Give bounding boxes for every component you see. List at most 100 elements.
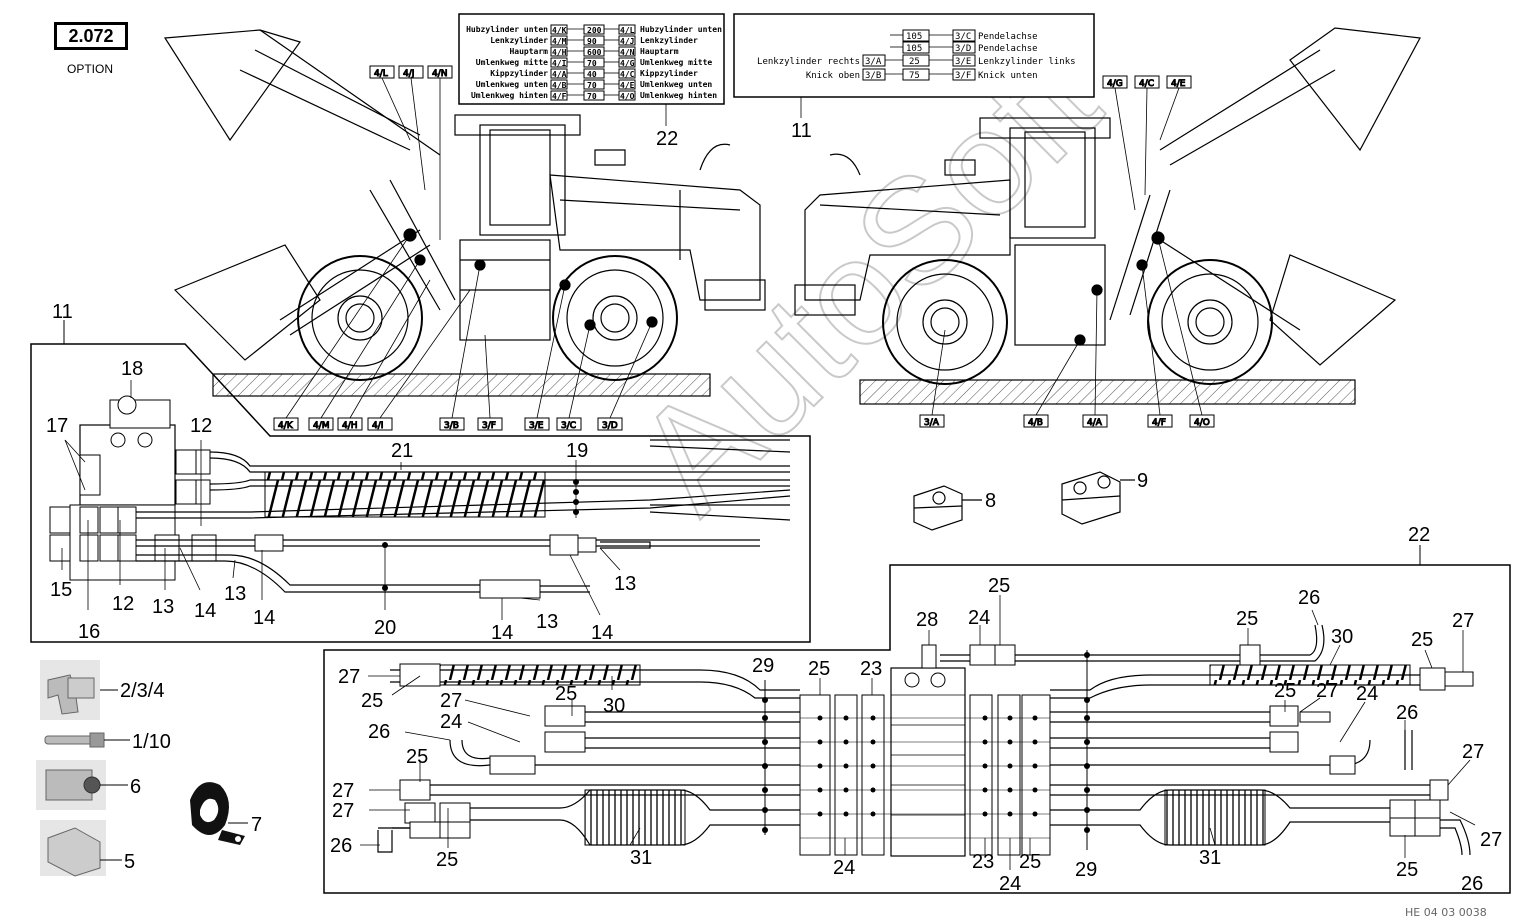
legend-right-tag: 3/E [955,57,971,67]
callout-27: 27 [1462,741,1484,763]
tag: 4/H [342,421,358,431]
machine-tags: 4/L 4/J 4/N 4/G 4/C 4/E 4/K 4/M 4/H 4/I … [273,65,1215,432]
legend-value: 70 [587,59,597,68]
legend-right-tag: 4/G [620,59,635,68]
fitting-union-5: 5 [40,820,135,877]
drawing-number: HE 04 03 0038 [1405,906,1487,919]
callout-14: 14 [491,622,513,644]
callout-27: 27 [1452,610,1474,632]
option-label: OPTION [66,62,113,76]
legend-left-row: Umlenkweg unten 4/B 70 4/E Umlenkweg unt… [476,79,712,90]
legend-right-tag: 4/L [620,26,635,35]
callout-30: 30 [1331,626,1353,648]
hose-legend-right: 105 3/C Pendelachse 105 3/D Pendelachse … [733,13,1095,118]
callout-29: 29 [752,655,774,677]
callout-13: 13 [224,583,246,605]
legend-left-tag: 3/A [865,57,882,67]
clamp-9: 9 [1061,470,1148,525]
callout-13: 13 [614,573,636,595]
tag: 4/A [1087,418,1103,428]
legend-right-text: Pendelachse [978,44,1038,54]
callout-24: 24 [968,607,990,629]
legend-left-text: Umlenkweg hinten [471,90,548,100]
legend-value: 200 [587,26,602,35]
tag: 4/G [1107,79,1123,89]
legend-right-row: 105 3/D Pendelachse [902,41,1038,54]
tag: 3/C [561,421,576,431]
tag: 4/F [1152,418,1166,428]
callout-14: 14 [253,607,275,629]
callout-18: 18 [121,358,143,380]
legend-left-text: Hubzylinder unten [466,24,548,34]
legend-value: 90 [587,37,597,46]
legend-right-row: Knick oben 3/B 75 3/F Knick unten [806,68,1038,81]
callout-26: 26 [330,835,352,857]
legend-left-text: Umlenkweg mitte [476,57,548,67]
legend-left-tag: 4/A [552,70,567,79]
tag: 4/L [374,69,388,79]
callout-20: 20 [374,617,396,639]
legend-value: 75 [909,71,920,81]
callout-6: 6 [130,776,141,798]
callout-31: 31 [1199,847,1221,869]
legend-right-tag: 4/C [620,70,635,79]
callout-27: 27 [1316,680,1338,702]
callout-13: 13 [152,596,174,618]
callout-25: 25 [361,690,383,712]
option-code: 2.072 [68,25,114,46]
legend-left-row: Hubzylinder unten 4/K 200 4/L Hubzylinde… [466,24,722,35]
tag: 4/B [1028,418,1043,428]
legend-value: 105 [906,32,922,42]
tag: 4/I [372,421,383,431]
tag: 4/N [432,69,448,79]
callout-25: 25 [1019,851,1041,873]
legend-right-tag: 3/F [955,71,971,81]
tag: 4/K [278,421,294,431]
legend-right-text: Knick unten [978,71,1038,81]
callout-25: 25 [436,849,458,871]
callout-23: 23 [860,658,882,680]
loader-right-illustration [794,27,1421,405]
callout-17: 17 [46,415,68,437]
tag: 4/J [403,69,414,79]
detail-panel-22: 22 [323,524,1511,895]
legend-value: 25 [909,57,920,67]
loader-left-illustration [163,29,766,397]
tag: 3/F [482,421,496,431]
callout-1-10: 1/10 [132,731,171,753]
tags-top-left: 4/L 4/J 4/N [369,65,453,80]
legend-value: 40 [587,70,597,79]
tag: 4/O [1194,418,1210,428]
callout-26: 26 [1461,873,1483,895]
legend-left-row: Umlenkweg hinten 4/F 70 4/O Umlenkweg hi… [471,90,717,101]
legend-left-tag: 4/B [552,81,567,90]
ground-left [212,373,711,397]
callout-26: 26 [1298,587,1320,609]
callout-24: 24 [1356,683,1378,705]
legend-right-text: Umlenkweg unten [640,80,712,89]
legend-right-text: Lenkzylinder links [978,57,1076,67]
legend-left-tag: 4/I [552,59,567,68]
legend-left-text: Knick oben [806,71,860,81]
legend-value: 600 [587,48,602,57]
legend-left-text: Hauptarm [509,47,548,56]
legend-value: 105 [906,44,922,54]
callout-7: 7 [251,814,262,836]
legend-right-text: Pendelachse [978,32,1038,42]
tags-bottom-left: 4/K 4/M 4/H 4/I 3/B 3/F 3/E 3/C 3/D [273,417,623,432]
legend-left-text: Kippzylinder [490,68,548,78]
callout-14: 14 [591,622,613,644]
legend-left-row: Hauptarm 4/H 600 4/N Hauptarm [509,46,679,57]
callout-8: 8 [985,490,996,512]
legend-value: 70 [587,92,597,101]
callout-25: 25 [1236,608,1258,630]
fitting-adapter-6: 6 [36,760,141,810]
tag: 3/D [602,421,618,431]
tag: 4/E [1171,79,1186,89]
callout-26: 26 [368,721,390,743]
callout-27: 27 [332,780,354,802]
legend-right-text: Hauptarm [640,47,679,56]
fitting-bolt-1-10: 1/10 [44,731,171,753]
callout-25: 25 [808,658,830,680]
callout-24: 24 [833,857,855,879]
